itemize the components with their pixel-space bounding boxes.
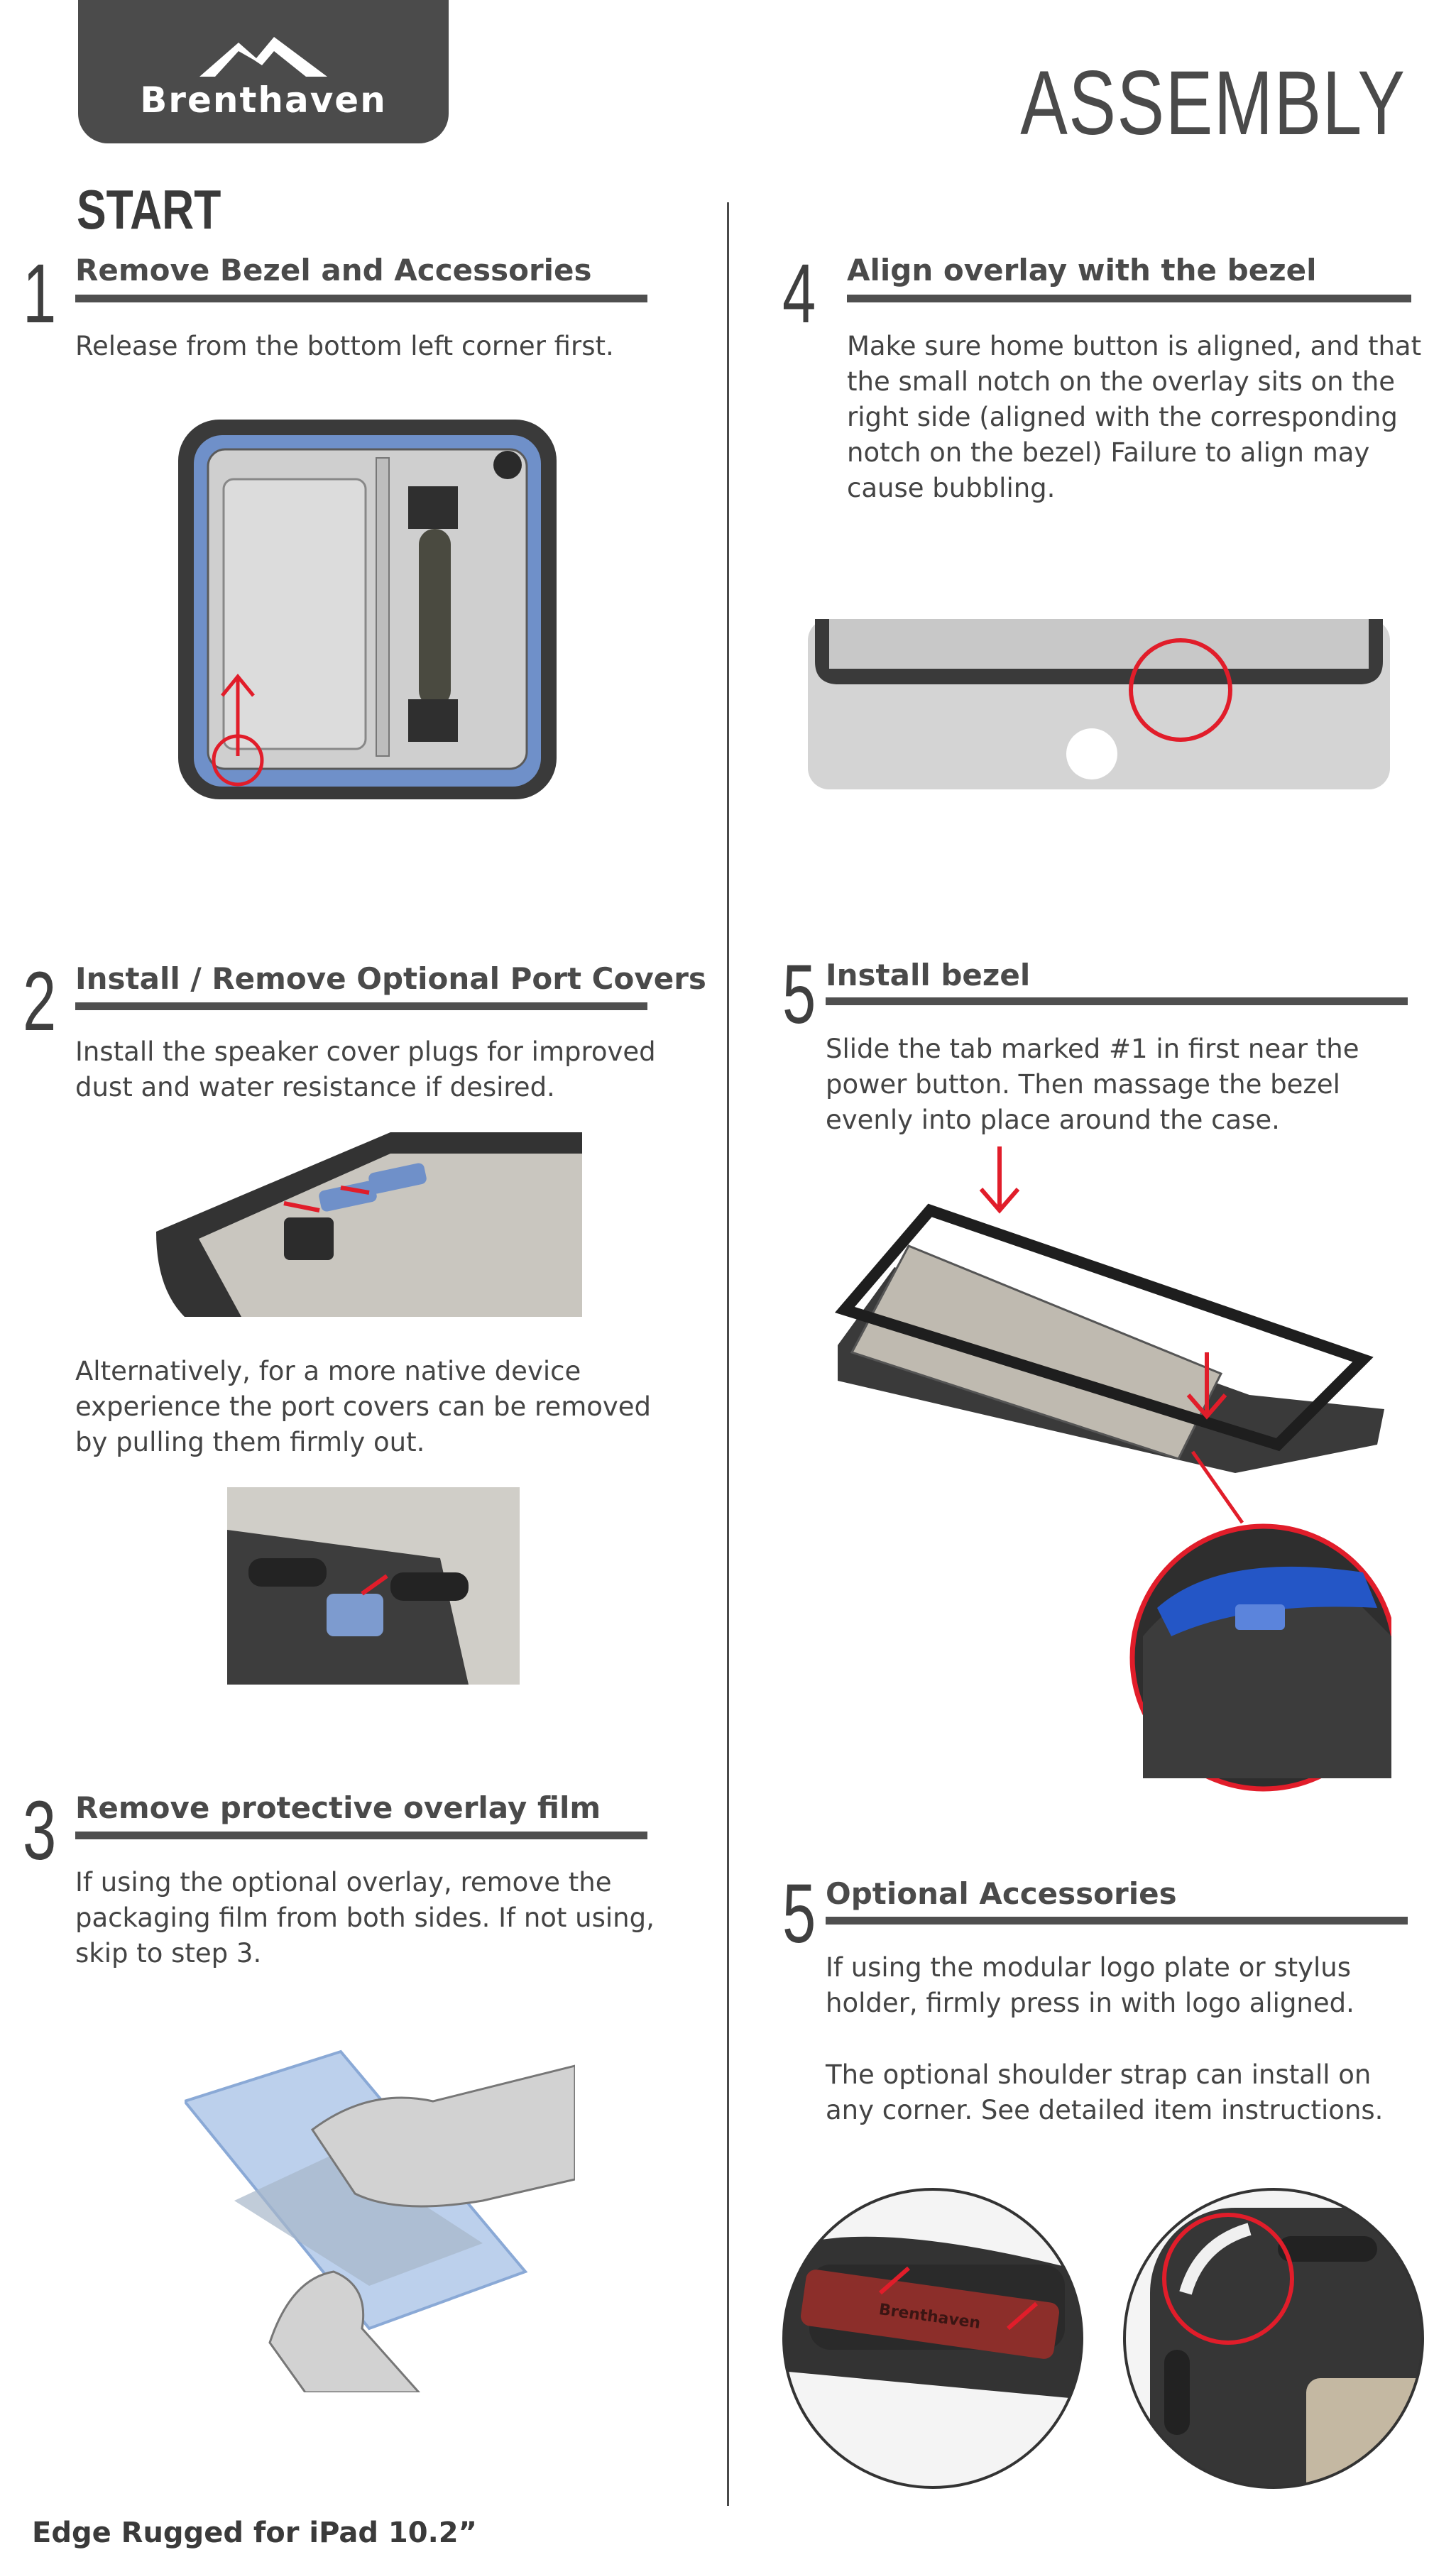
column-divider (727, 202, 729, 2506)
page-title: ASSEMBLY (1020, 53, 1406, 154)
step-4-heading: Align overlay with the bezel (847, 253, 1317, 288)
step-4-rule (847, 295, 1411, 302)
step-2-heading: Install / Remove Optional Port Covers (75, 961, 706, 996)
step-6-rule (826, 1917, 1408, 1925)
step-3-heading: Remove protective overlay film (75, 1790, 601, 1825)
step-1-heading: Remove Bezel and Accessories (75, 253, 592, 288)
step-5-number: 5 (782, 948, 816, 1041)
step-4-number: 4 (782, 247, 816, 341)
step-3-body: If using the optional overlay, remove th… (75, 1867, 655, 1969)
brand-name: Brenthaven (140, 80, 387, 121)
step-2-number: 2 (23, 955, 57, 1049)
overlay-alignment-illustration (808, 619, 1390, 789)
step-4-body: Make sure home button is aligned, and th… (847, 331, 1422, 503)
mountain-logo-icon (199, 37, 327, 77)
step-6-heading: Optional Accessories (826, 1876, 1177, 1911)
step-5-rule (826, 997, 1408, 1005)
overlay-film-illustration (185, 2049, 575, 2392)
shoulder-strap-corner-illustration (1123, 2188, 1424, 2489)
step-6-alt-body: The optional shoulder strap can install … (826, 2059, 1384, 2125)
step-6-number: 5 (782, 1867, 816, 1961)
step-5-body: Slide the tab marked #1 in first near th… (826, 1034, 1359, 1135)
footer-product-name: Edge Rugged for iPad 10.2” (32, 2517, 477, 2549)
step-6-body: If using the modular logo plate or stylu… (826, 1952, 1354, 2018)
brand-tab: Brenthaven (78, 0, 449, 143)
step-2-rule (75, 1002, 647, 1010)
port-cover-install-illustration (156, 1132, 582, 1317)
step-1-body: Release from the bottom left corner firs… (75, 331, 614, 361)
start-label: START (77, 178, 221, 241)
port-cover-removal-illustration (227, 1487, 520, 1685)
logo-plate-illustration: Brenthaven (782, 2188, 1083, 2489)
step-3-number: 3 (23, 1784, 57, 1878)
step-1-rule (75, 295, 647, 302)
case-bezel-illustration (178, 420, 557, 799)
step-3-rule (75, 1832, 647, 1839)
step-2-body: Install the speaker cover plugs for impr… (75, 1036, 656, 1102)
step-5-heading: Install bezel (826, 958, 1031, 992)
step-2-alt-body: Alternatively, for a more native device … (75, 1356, 652, 1457)
bezel-install-illustration (835, 1146, 1391, 1792)
step-1-number: 1 (23, 247, 57, 341)
